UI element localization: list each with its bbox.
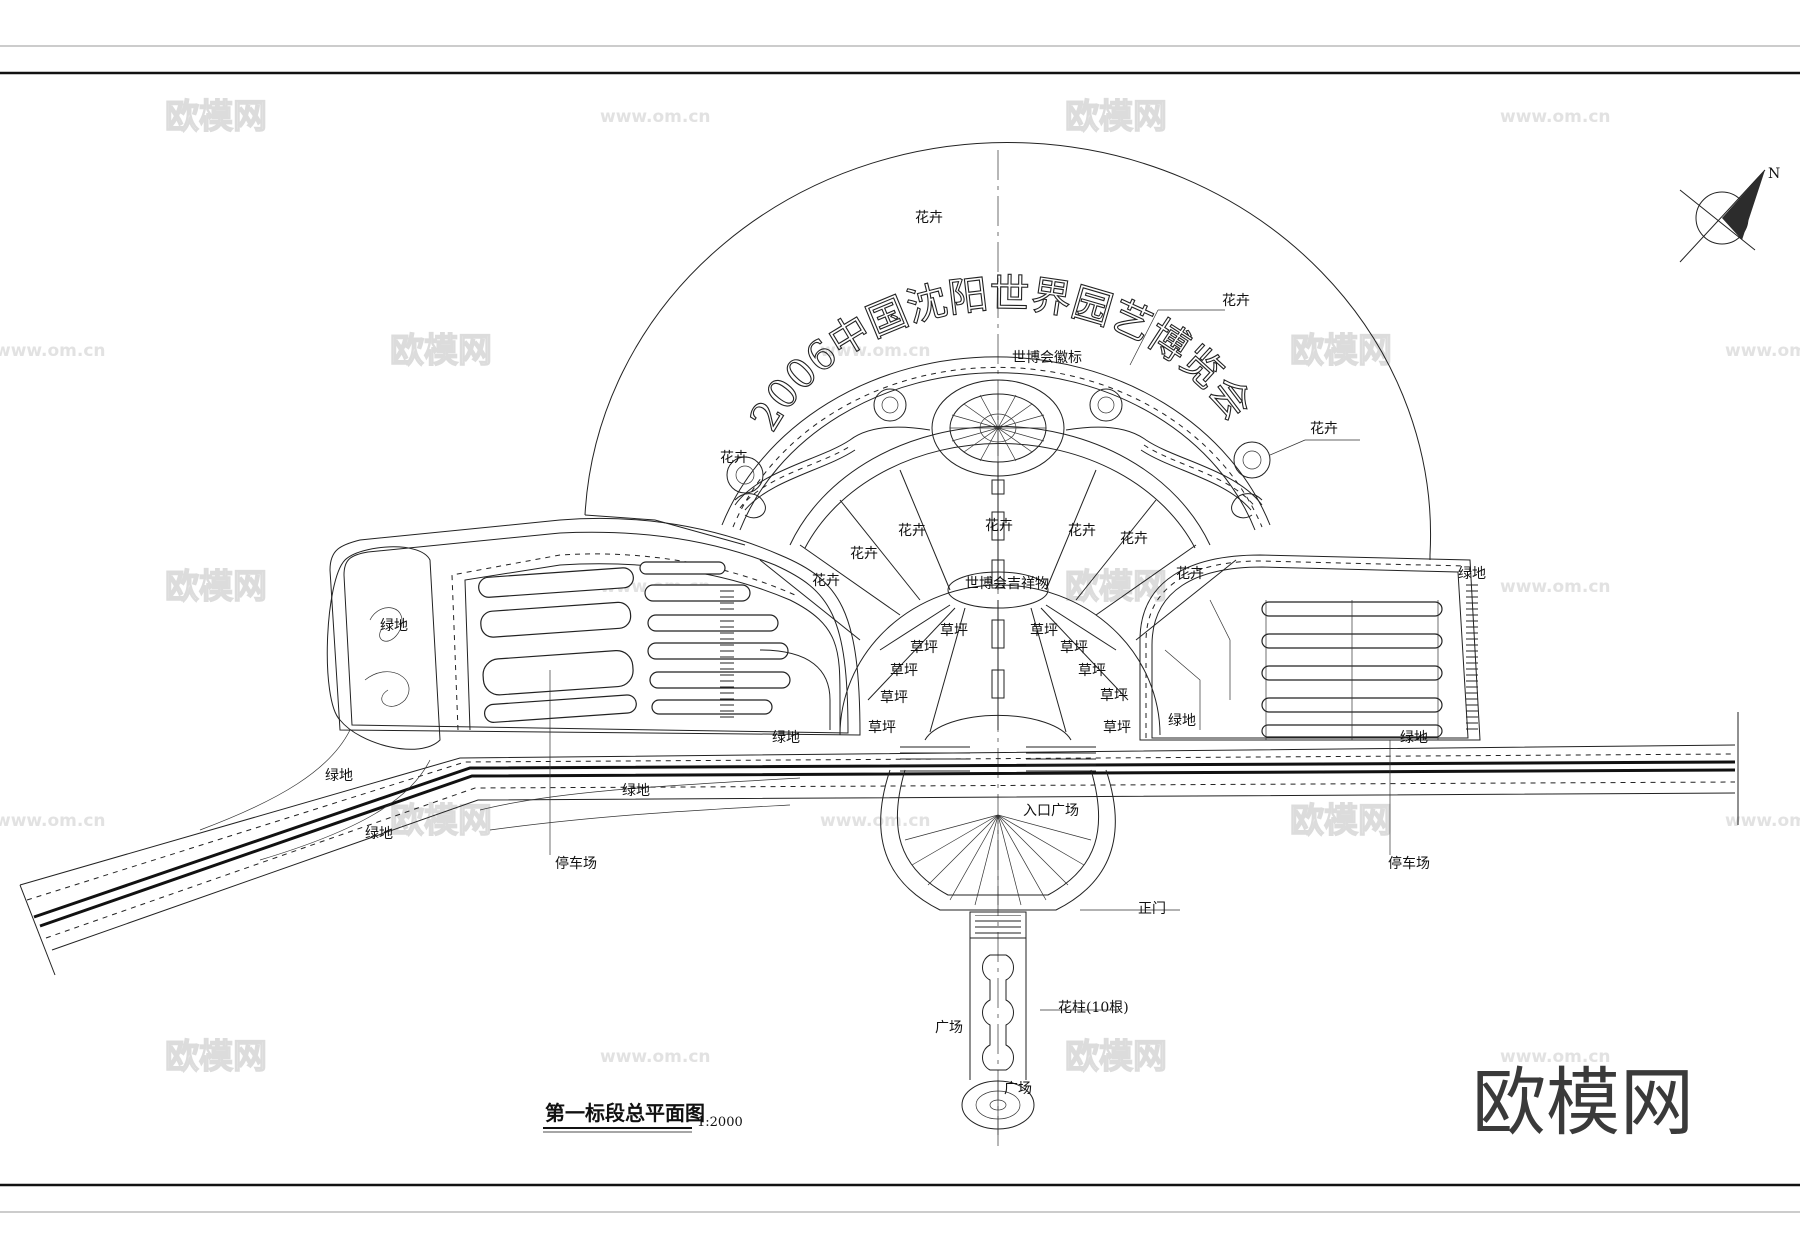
watermark-url: www.om.cn [1725,341,1800,361]
label-lawn: 草坪 [1030,623,1058,639]
north-label: N [1768,166,1780,182]
label-green: 绿地 [772,730,800,746]
brand-logo: 欧模网 [1472,1060,1694,1146]
label-lawn: 草坪 [940,623,968,639]
label-flower-columns: 花柱(10根) [1058,1000,1129,1016]
watermark-brand: 欧模网 [390,331,492,371]
drawing-title-block: 第一标段总平面图 1:2000 [543,1101,743,1133]
watermark-brand: 欧模网 [1065,1037,1167,1077]
label-lawn: 草坪 [1100,688,1128,704]
label-parking: 停车场 [555,855,597,872]
watermark-brand: 欧模网 [1290,331,1392,371]
label-lawn: 草坪 [890,663,918,679]
watermark-url: www.om.cn [0,341,106,361]
entrance-plaza [880,745,1116,939]
label-plaza: 广场 [935,1020,963,1036]
watermark-brand: 欧模网 [1065,97,1167,137]
label-flowers: 花卉 [1310,421,1338,437]
label-entrance-plaza: 入口广场 [1023,803,1079,819]
north-arrow-icon: N [1679,166,1780,263]
watermark-url: www.om.cn [1500,1047,1611,1067]
label-green: 绿地 [1400,730,1428,746]
right-parking [1139,554,1481,741]
main-road [19,712,1739,976]
label-green: 绿地 [622,783,650,799]
watermark-layer: 欧模网 www.om.cn 欧模网 www.om.cn www.om.cn 欧模… [0,96,1800,1077]
drawing-title: 第一标段总平面图 [545,1101,705,1125]
watermark-url: www.om.cn [820,341,931,361]
label-flowers: 花卉 [850,546,878,562]
label-flowers: 花卉 [1176,566,1204,582]
label-lawn: 草坪 [868,720,896,736]
watermark-brand: 欧模网 [390,801,492,841]
sheet-border [0,45,1800,1213]
label-green: 绿地 [1458,566,1486,582]
label-lawn: 草坪 [1060,640,1088,656]
label-flowers: 花卉 [720,450,748,466]
label-flowers: 花卉 [1222,293,1250,309]
watermark-url: www.om.cn [1725,811,1800,831]
gate-avenue [961,938,1035,1135]
label-lawn: 草坪 [910,640,938,656]
label-mascot: 世博会吉祥物 [965,575,1049,592]
label-flowers: 花卉 [985,518,1013,534]
label-flowers: 花卉 [915,210,943,226]
label-flowers: 花卉 [1120,531,1148,547]
fan-garden [721,356,1271,641]
watermark-brand: 欧模网 [165,97,267,137]
label-plaza: 广场 [1004,1081,1032,1097]
watermark-url: www.om.cn [600,1047,711,1067]
label-emblem: 世博会徽标 [1012,349,1082,366]
label-parking: 停车场 [1388,855,1430,872]
label-flowers: 花卉 [1068,523,1096,539]
watermark-url: www.om.cn [1500,107,1611,127]
watermark-brand: 欧模网 [165,1037,267,1077]
label-green: 绿地 [1168,713,1196,729]
leader-lines [549,309,1391,1011]
watermark-brand: 欧模网 [165,567,267,607]
watermark-url: www.om.cn [1500,577,1611,597]
lawn-fan [839,571,1161,741]
label-main-gate: 正门 [1138,901,1166,917]
watermark-brand: 欧模网 [1290,801,1392,841]
label-green: 绿地 [380,618,408,634]
drawing-scale: 1:2000 [697,1115,743,1130]
label-green: 绿地 [325,768,353,784]
label-flowers: 花卉 [898,523,926,539]
label-lawn: 草坪 [1078,663,1106,679]
label-flowers: 花卉 [812,573,840,589]
label-lawn: 草坪 [1103,720,1131,736]
labels: 花卉 花卉 花卉 花卉 花卉 花卉 花卉 花卉 花卉 花卉 花卉 世博会徽标 世… [325,210,1486,1097]
watermark-url: www.om.cn [820,811,931,831]
watermark-url: www.om.cn [0,811,106,831]
label-green: 绿地 [365,826,393,842]
left-green [199,546,801,861]
left-parking [329,517,861,736]
watermark-url: www.om.cn [600,107,711,127]
emblem-rays [950,394,1046,462]
label-lawn: 草坪 [880,690,908,706]
